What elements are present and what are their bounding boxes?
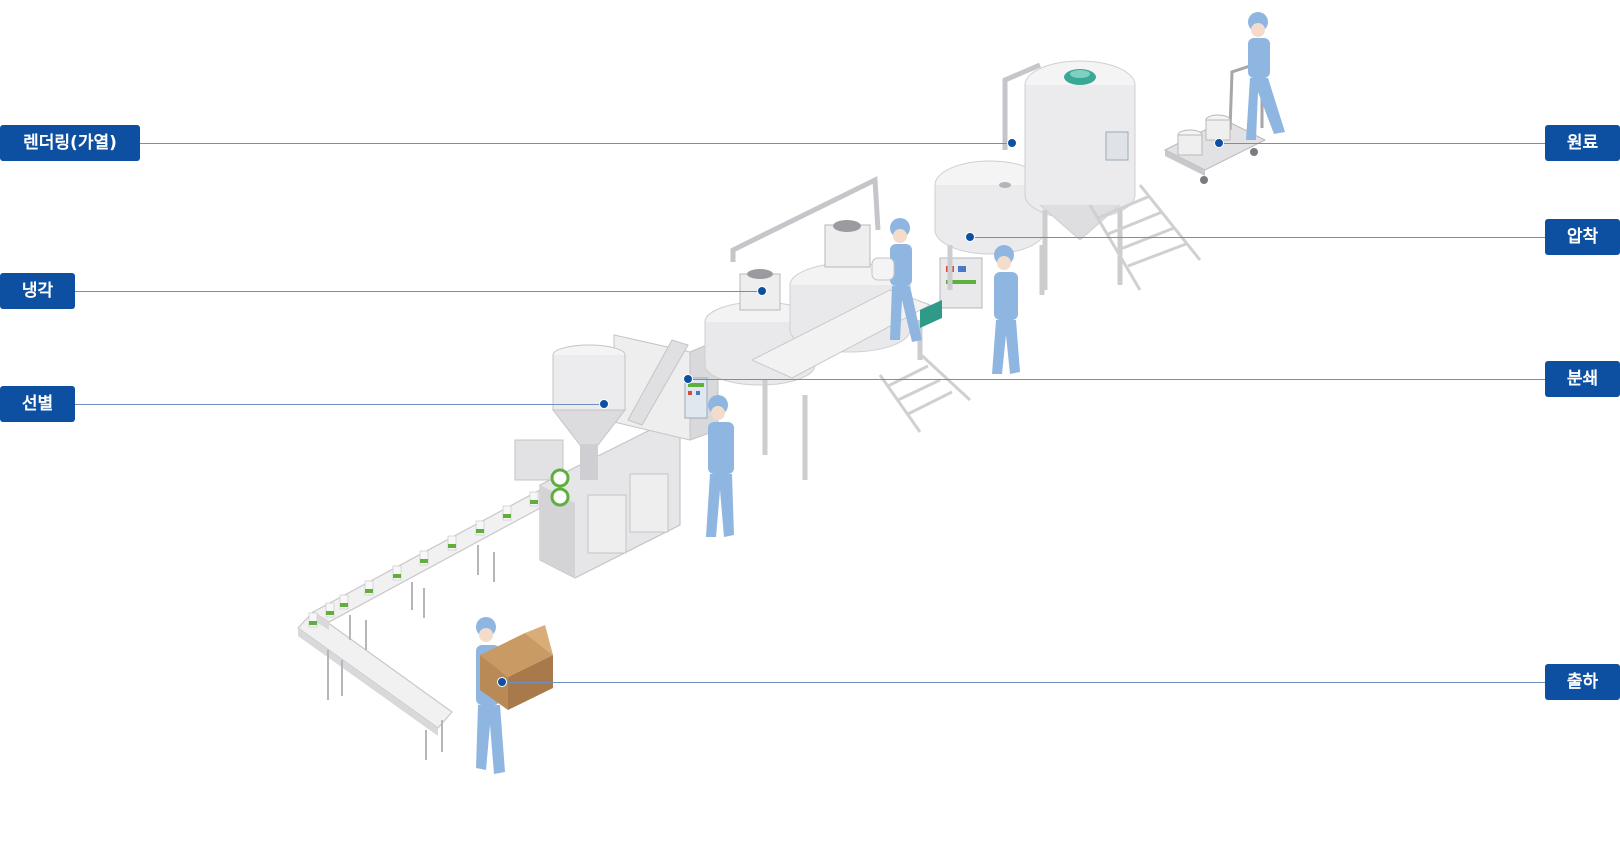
sorting-machine bbox=[514, 334, 719, 579]
leader-line-crushing bbox=[688, 379, 1545, 380]
pressing-vessel bbox=[934, 160, 1046, 295]
leader-line-sorting bbox=[74, 404, 604, 405]
conveyor-belt bbox=[297, 489, 557, 760]
label-crushing[interactable]: 분쇄 bbox=[1545, 361, 1620, 397]
tank-stairs bbox=[1088, 184, 1202, 291]
label-shipping[interactable]: 출하 bbox=[1545, 664, 1620, 700]
label-sorting[interactable]: 선별 bbox=[0, 386, 75, 422]
label-pressing[interactable]: 압착 bbox=[1545, 219, 1620, 255]
leader-line-raw-material bbox=[1219, 143, 1545, 144]
marker-dot-crushing bbox=[683, 374, 693, 384]
leader-line-rendering bbox=[130, 143, 1012, 144]
marker-dot-sorting bbox=[599, 399, 609, 409]
marker-dot-pressing bbox=[965, 232, 975, 242]
marker-dot-shipping bbox=[497, 677, 507, 687]
product-cups bbox=[308, 491, 539, 628]
marker-dot-rendering bbox=[1007, 138, 1017, 148]
worker-shipping bbox=[476, 617, 553, 774]
leader-line-cooling bbox=[74, 291, 762, 292]
crushing-platform bbox=[750, 257, 983, 480]
platform-stairs bbox=[878, 350, 972, 433]
worker-raw-material bbox=[1246, 12, 1285, 140]
label-cooling[interactable]: 냉각 bbox=[0, 273, 75, 309]
rendering-tank bbox=[1002, 60, 1202, 291]
leader-line-pressing bbox=[970, 237, 1545, 238]
marker-dot-cooling bbox=[757, 286, 767, 296]
label-raw-material[interactable]: 원료 bbox=[1545, 125, 1620, 161]
leader-line-shipping bbox=[502, 682, 1545, 683]
worker-sorting bbox=[706, 395, 734, 537]
worker-crushing bbox=[992, 245, 1020, 374]
label-rendering[interactable]: 렌더링(가열) bbox=[0, 125, 140, 161]
marker-dot-raw-material bbox=[1214, 138, 1224, 148]
worker-cooling bbox=[871, 218, 922, 342]
